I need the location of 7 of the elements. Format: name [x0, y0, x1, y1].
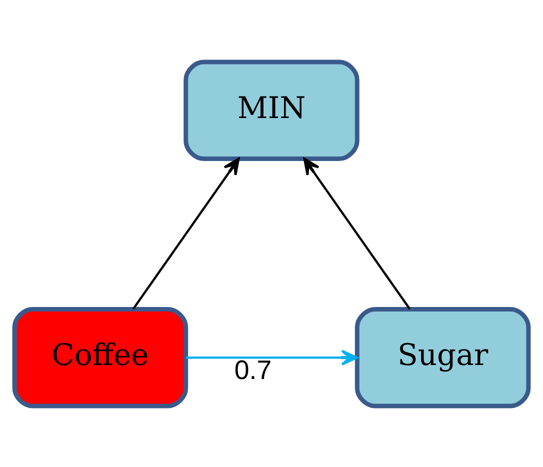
arrow	[186, 349, 358, 365]
node-box: MIN	[184, 59, 360, 161]
arrow	[303, 157, 411, 310]
node-box: Sugar	[354, 306, 531, 408]
arrow	[132, 157, 240, 310]
edge-label: 0.7	[234, 354, 272, 385]
node-box: Coffee	[12, 306, 188, 408]
